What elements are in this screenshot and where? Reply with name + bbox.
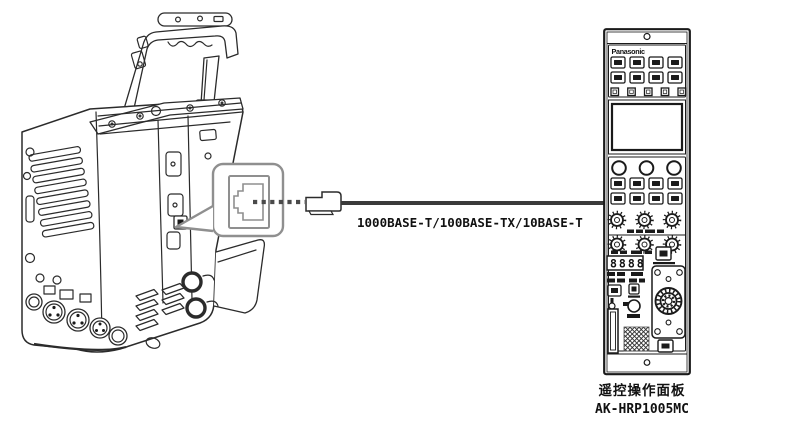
panel-inner-frame <box>606 31 688 373</box>
rj45-plug-icon <box>305 191 342 216</box>
rj45-jack-icon <box>228 175 270 229</box>
cable-type-label: 1000BASE-T/100BASE-TX/10BASE-T <box>357 215 583 230</box>
speaker-grille-icon <box>623 326 650 352</box>
indicator-labels <box>607 272 645 283</box>
iris-button <box>628 283 640 298</box>
segment-display-value: 8888 <box>610 257 646 271</box>
mount-hole-icon <box>643 32 651 41</box>
heatsink-fins <box>28 146 95 238</box>
panel-device-name: 遥控操作面板 <box>598 383 686 399</box>
panasonic-logo: Panasonic <box>612 47 646 56</box>
remote-panel-illustration: Panasonic <box>603 28 691 376</box>
filter-button <box>653 246 675 265</box>
joystick <box>651 265 686 339</box>
panel-caption: 遥控操作面板 AK-HRP1005MC <box>566 379 718 417</box>
xlr-connectors-icon <box>25 273 128 346</box>
adjust-knob-row-2 <box>607 235 682 254</box>
rear-edge-details <box>22 147 36 264</box>
camera-body <box>21 97 266 353</box>
segment-display-frame <box>606 255 644 271</box>
strap-lug-icon <box>145 337 161 349</box>
menu-button <box>657 339 674 353</box>
callout-pointer <box>174 204 214 233</box>
vent-slots <box>135 282 185 332</box>
select-knobs <box>611 160 682 176</box>
fader-slider <box>607 308 619 354</box>
power-knob <box>627 299 641 318</box>
camera-illustration <box>21 12 266 353</box>
mount-hole-bottom-icon <box>643 359 651 366</box>
panel-model-number: AK-HRP1005MC <box>595 402 689 417</box>
adjust-knob-row-1 <box>607 210 682 233</box>
disp-button <box>607 284 622 297</box>
body-bottom-edge <box>33 342 127 351</box>
lcd-screen <box>610 102 684 152</box>
